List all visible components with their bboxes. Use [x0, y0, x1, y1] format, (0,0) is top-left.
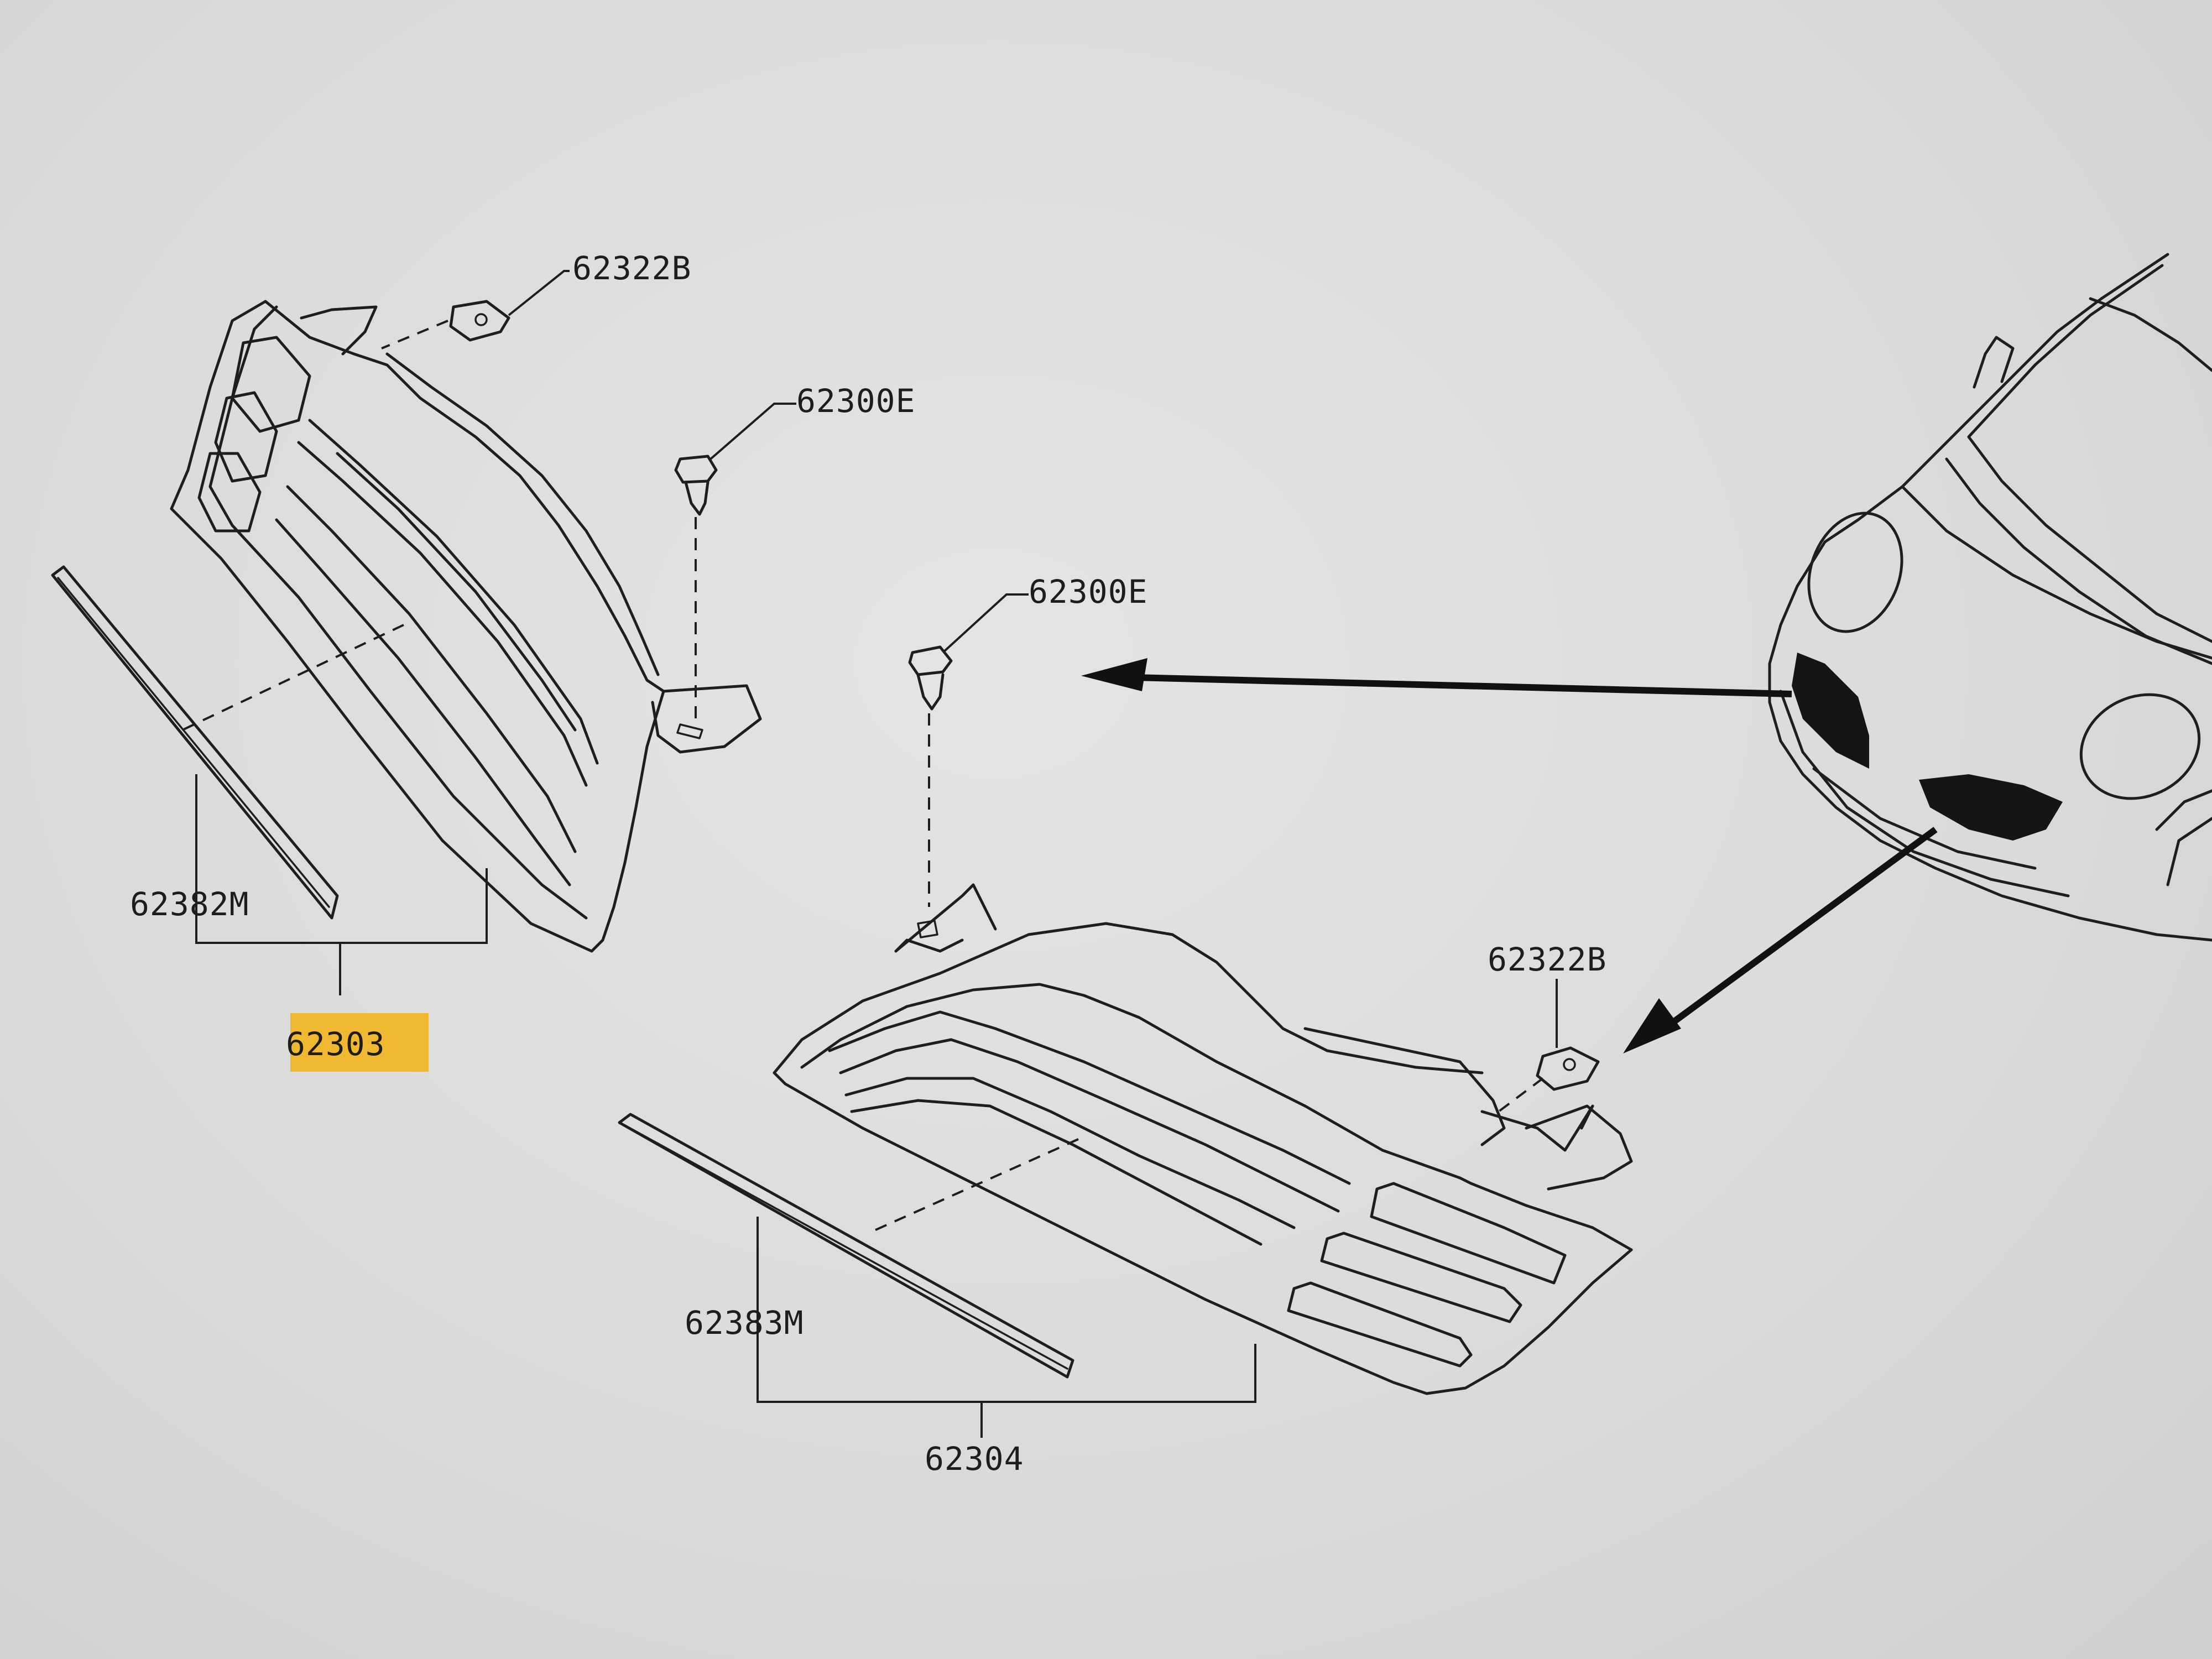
molding-left-drawing: [51, 565, 339, 920]
fastener-upper-drawing: [674, 455, 718, 719]
leaders-left: [195, 270, 796, 995]
grille-opening-lower: [1919, 774, 2063, 841]
location-arrows: [1081, 658, 1938, 1053]
label-62322B-upper[interactable]: 62322B: [572, 249, 692, 287]
label-62382M[interactable]: 62382M: [130, 885, 249, 923]
molding-lower-drawing: [618, 1113, 1074, 1379]
clip-lower-right-drawing: [1498, 1046, 1600, 1113]
arrow-left-head: [1081, 658, 1147, 691]
part-highlight: [290, 1013, 429, 1072]
label-62300E-upper[interactable]: 62300E: [796, 382, 916, 420]
grille-opening-upper: [1792, 653, 1869, 769]
label-62322B-lower[interactable]: 62322B: [1488, 941, 1607, 978]
label-62383M[interactable]: 62383M: [685, 1304, 804, 1342]
label-62303[interactable]: 62303: [286, 1025, 385, 1063]
grille-left-drawing: [170, 300, 762, 953]
label-62304[interactable]: 62304: [925, 1440, 1024, 1478]
fastener-lower-drawing: [908, 645, 953, 907]
grille-lower-drawing: [773, 883, 1633, 1395]
leaders-lower: [757, 593, 1558, 1438]
clip-upper-left-drawing: [381, 300, 510, 349]
label-62300E-lower[interactable]: 62300E: [1029, 573, 1148, 611]
car-front-drawing: [1768, 253, 2212, 942]
arrow-down-head: [1623, 998, 1681, 1053]
